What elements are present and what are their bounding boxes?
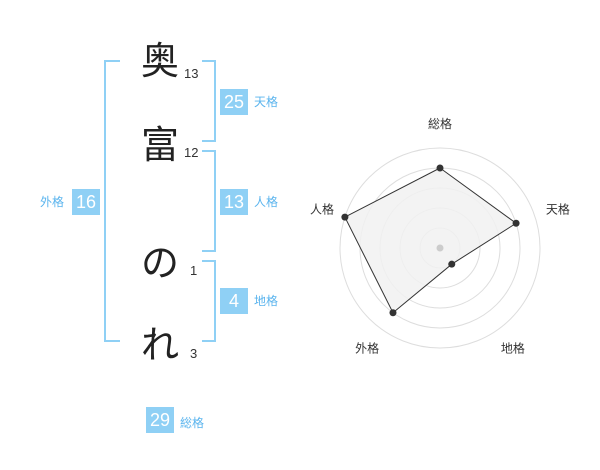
radar-axis-label: 人格 [310, 202, 334, 217]
stroke-count-2: 12 [184, 145, 199, 160]
jinkaku-bracket [202, 150, 216, 252]
radar-data-point [436, 164, 444, 172]
radar-data-point [341, 213, 349, 221]
jinkaku-label: 人格 [254, 195, 279, 209]
stroke-count-3: 1 [190, 263, 198, 278]
name-char-2: 富 [140, 123, 179, 167]
chikaku-label: 地格 [254, 294, 279, 308]
jinkaku-value: 13 [220, 189, 248, 215]
chikaku-bracket [202, 260, 216, 342]
radar-axis-label: 地格 [501, 340, 525, 355]
radar-center-dot [436, 244, 444, 252]
tenkaku-label: 天格 [254, 95, 279, 109]
name-char-1: 奥 [140, 39, 179, 83]
tenkaku-value: 25 [220, 89, 248, 115]
chikaku-value: 4 [220, 288, 248, 314]
radar-data-point [512, 219, 520, 227]
tenkaku-bracket [202, 60, 216, 142]
radar-axis-label: 天格 [546, 202, 570, 217]
radar-data-point [389, 309, 397, 317]
radar-axis-label: 外格 [355, 340, 379, 355]
radar-data-polygon [344, 167, 517, 314]
gaikaku-bracket [104, 60, 120, 342]
radar-axis-label: 総格 [428, 116, 452, 131]
gaikaku-label: 外格 [40, 195, 65, 209]
soukaku-value: 29 [146, 407, 174, 433]
name-char-4: れ [140, 323, 179, 367]
soukaku-label: 総格 [180, 416, 205, 430]
name-char-3: の [140, 241, 179, 285]
stroke-count-4: 3 [190, 346, 198, 361]
gaikaku-value: 16 [72, 189, 100, 215]
stroke-count-1: 13 [184, 66, 199, 81]
radar-grid-ring [339, 147, 541, 349]
radar-data-point [448, 260, 456, 268]
